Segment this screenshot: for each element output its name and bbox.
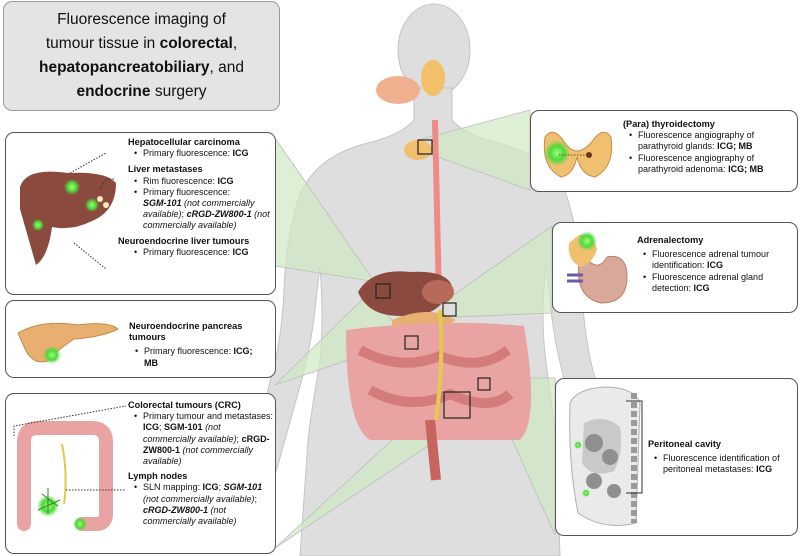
pancreas-panel: Neuroendocrine pancreas tumours Primary … (5, 300, 276, 378)
liver-mets-heading: Liver metastases (128, 164, 203, 175)
thyroid-illustration (543, 131, 613, 178)
hcc-heading: Hepatocellular carcinoma (128, 137, 240, 147)
thyroid-heading: (Para) thyroidectomy (623, 119, 715, 129)
adrenal-heading: Adrenalectomy (637, 235, 704, 245)
liver-panel: Hepatocellular carcinoma Primary fluores… (5, 132, 276, 295)
peritoneal-heading: Peritoneal cavity (648, 439, 722, 449)
lymph-nodes-heading: Lymph nodes (128, 471, 188, 482)
peritoneal-panel: Peritoneal cavity Fluorescence identific… (555, 378, 798, 536)
adrenal-panel: Adrenalectomy Fluorescence adrenal tumou… (552, 222, 798, 313)
peritoneum-illustration (569, 386, 643, 526)
pancreas-heading: Neuroendocrine pancreas tumours (129, 321, 243, 343)
title-line-1: Fluorescence imaging of (57, 11, 226, 28)
diagram-title: Fluorescence imaging of tumour tissue in… (3, 1, 280, 111)
net-liver-heading: Neuroendocrine liver tumours (118, 235, 250, 246)
thyroid-panel: (Para) thyroidectomy Fluorescence angiog… (530, 110, 798, 192)
pancreas-illustration (17, 322, 119, 364)
crc-heading: Colorectal tumours (CRC) (128, 400, 241, 410)
colorectal-panel: Colorectal tumours (CRC) Primary tumour … (5, 393, 276, 554)
colon-illustration (17, 421, 113, 531)
locator-squares (375, 139, 491, 419)
organs (346, 60, 532, 481)
adrenal-illustration (567, 231, 628, 304)
colorectal-leader-lines (13, 405, 127, 491)
liver-illustration (20, 171, 116, 265)
liver-leader-lines (69, 152, 114, 270)
